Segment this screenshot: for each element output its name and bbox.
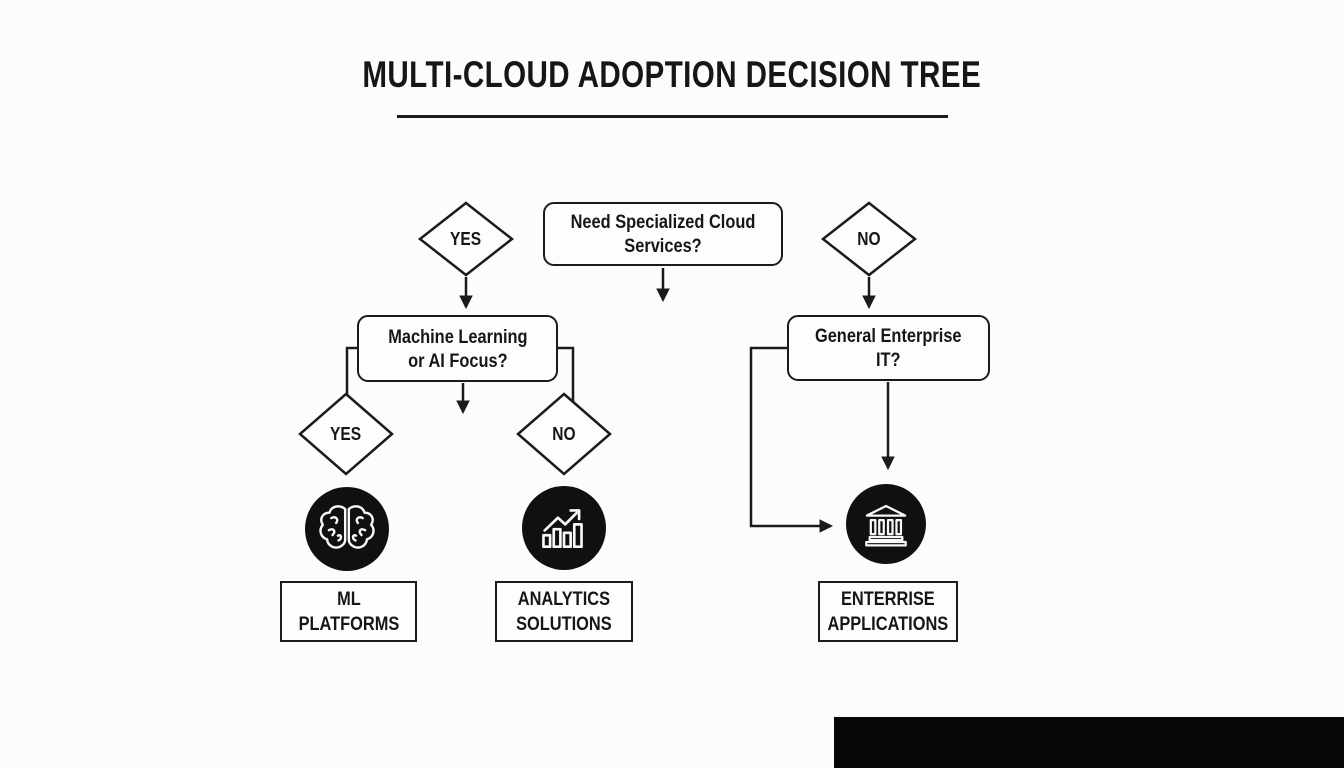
black-corner-block [834,717,1344,768]
ml-yes-label: YES [330,423,362,444]
connector-enterprisebox-to-bank-circle [749,346,834,533]
analytics-solutions-circle [522,486,606,570]
outcome-analytics-solutions: ANALYTICS SOLUTIONS [495,581,633,642]
diamond-ml-yes [298,392,394,476]
title-underline [397,115,948,118]
outcome-ml-platforms: ML PLATFORMS [280,581,417,642]
brain-icon [319,505,375,549]
connector-mlbox-to-no-diamond [558,346,575,403]
ml-question-node: Machine Learning or AI Focus? [357,315,558,382]
bank-building-icon [865,504,907,547]
root-question-text: Need Specialized Cloud Services? [570,211,756,257]
page-title-text: MULTI-CLOUD ADOPTION DECISION TREE [362,54,982,95]
root-no-label: NO [857,228,881,249]
ml-no-label: NO [552,423,576,444]
outcome-enterprise-applications: ENTERRISE APPLICATIONS [818,581,958,642]
enterprise-question-node: General Enterprise IT? [787,315,990,381]
enterprise-applications-circle [846,484,926,564]
diamond-ml-no [516,392,612,476]
root-yes-label: YES [450,228,482,249]
page-title: MULTI-CLOUD ADOPTION DECISION TREE [0,54,1344,96]
diamond-root-no [820,201,918,277]
ml-question-text: Machine Learning or AI Focus? [387,325,528,372]
ml-platforms-circle [305,487,389,571]
enterprise-question-text: General Enterprise IT? [815,325,962,371]
bar-chart-trend-icon [542,509,583,549]
root-question-node: Need Specialized Cloud Services? [543,202,783,266]
connector-mlbox-to-yes-diamond [345,346,357,397]
diamond-root-yes [417,201,515,277]
